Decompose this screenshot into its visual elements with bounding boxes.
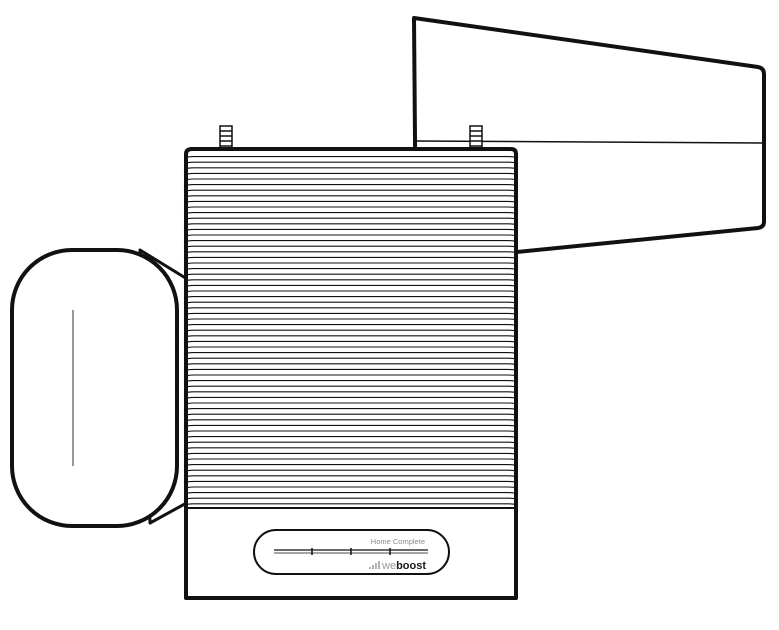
heat-sink-fins	[183, 156, 519, 506]
heat-sink-fin	[183, 262, 519, 265]
booster-housing	[184, 147, 518, 600]
heat-sink-fin	[183, 172, 519, 176]
heat-sink-fin	[183, 447, 519, 450]
heat-sink-fin	[183, 430, 519, 433]
heat-sink-fin	[183, 452, 519, 456]
top-connector-right	[469, 125, 483, 153]
heat-sink-fin	[183, 346, 519, 349]
heat-sink-fin	[183, 424, 519, 428]
heat-sink-fin	[183, 396, 519, 400]
heat-sink-fin	[183, 200, 519, 204]
heat-sink-fin	[183, 307, 519, 310]
panel-body	[10, 248, 179, 528]
heat-sink-fin	[183, 296, 519, 299]
heat-sink-fin	[183, 363, 519, 366]
heat-sink-fin	[183, 178, 519, 181]
heat-sink-fin	[183, 273, 519, 277]
heat-sink-fin	[183, 352, 519, 355]
heat-sink-fin	[183, 228, 519, 232]
heat-sink-fin	[183, 240, 519, 243]
heat-sink-fin	[183, 268, 519, 271]
heat-sink-fin	[183, 486, 519, 489]
heat-sink-fin	[183, 391, 519, 394]
heat-sink-fin	[183, 357, 519, 361]
heat-sink-fin	[183, 503, 519, 506]
heat-sink-fin	[183, 475, 519, 478]
heat-sink-fin	[183, 279, 519, 282]
heat-sink-fin	[183, 413, 519, 417]
heat-sink-fin	[183, 245, 519, 249]
heat-sink-fin	[183, 480, 519, 484]
heat-sink-fin	[183, 189, 519, 193]
heat-sink-fin	[183, 380, 519, 383]
heat-sink-fin	[183, 284, 519, 288]
heat-sink-fin	[183, 385, 519, 389]
heat-sink-fin	[183, 458, 519, 461]
heat-sink-fin	[183, 368, 519, 372]
svg-text:weboost: weboost	[381, 560, 426, 572]
heat-sink-fin	[183, 251, 519, 254]
heat-sink-fin	[183, 324, 519, 327]
heat-sink-fin	[183, 256, 519, 260]
heat-sink-fin	[183, 206, 519, 209]
heat-sink-fin	[183, 184, 519, 187]
heat-sink-fin	[183, 290, 519, 293]
heat-sink-fin	[183, 408, 519, 411]
heat-sink-fin	[183, 217, 519, 221]
heat-sink-fin	[183, 340, 519, 344]
indoor-panel-antenna	[10, 248, 194, 528]
signal-booster-unit: Home Complete weboost	[183, 125, 519, 600]
heat-sink-fin	[183, 223, 519, 226]
heat-sink-fin	[183, 497, 519, 501]
heat-sink-fin	[183, 441, 519, 445]
heat-sink-fin	[183, 161, 519, 165]
heat-sink-fin	[183, 301, 519, 305]
heat-sink-fin	[183, 312, 519, 316]
heat-sink-fin	[183, 436, 519, 439]
heat-sink-fin	[183, 156, 519, 159]
heat-sink-fin	[183, 318, 519, 321]
heat-sink-fin	[183, 167, 519, 170]
heat-sink-fin	[183, 212, 519, 215]
brand-prefix: we	[381, 560, 396, 572]
heat-sink-fin	[183, 374, 519, 377]
brand-suffix: boost	[396, 560, 426, 572]
model-label: Home Complete	[371, 537, 425, 546]
heat-sink-fin	[183, 492, 519, 495]
signal-dots-icon	[369, 561, 380, 569]
heat-sink-fin	[183, 402, 519, 405]
heat-sink-fin	[183, 469, 519, 473]
brand-logo: weboost	[369, 560, 426, 572]
heat-sink-fin	[183, 234, 519, 237]
heat-sink-fin	[183, 335, 519, 338]
heat-sink-fin	[183, 329, 519, 333]
heat-sink-fin	[183, 195, 519, 198]
heat-sink-fin	[183, 419, 519, 422]
heat-sink-fin	[183, 464, 519, 467]
